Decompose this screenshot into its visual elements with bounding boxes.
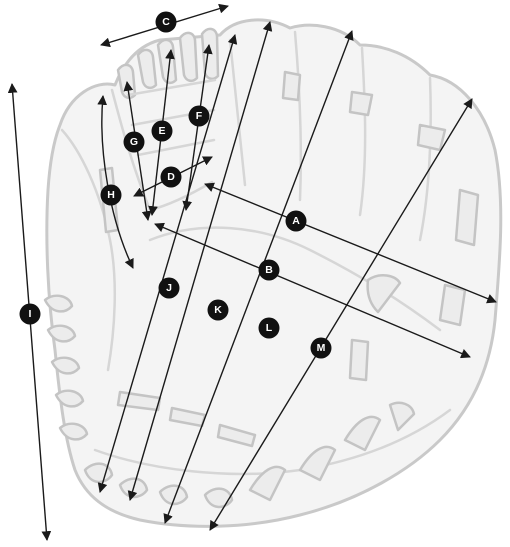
- badge-d: D: [161, 167, 182, 188]
- badge-j: J: [159, 278, 180, 299]
- badge-l-label: L: [266, 322, 273, 334]
- badge-i: I: [20, 304, 41, 325]
- badge-f-label: F: [196, 110, 203, 122]
- badge-c-label: C: [162, 16, 170, 28]
- badge-a-label: A: [292, 215, 300, 227]
- badge-f: F: [189, 106, 210, 127]
- badge-m-label: M: [317, 342, 326, 354]
- badge-k: K: [208, 300, 229, 321]
- badge-l: L: [259, 318, 280, 339]
- badge-e-label: E: [158, 125, 165, 137]
- badge-g-label: G: [130, 136, 138, 148]
- badge-m: M: [311, 338, 332, 359]
- badge-i-label: I: [29, 308, 32, 320]
- badge-k-label: K: [214, 304, 222, 316]
- badge-b-label: B: [265, 264, 273, 276]
- badge-d-label: D: [167, 171, 175, 183]
- badge-h-label: H: [107, 189, 115, 201]
- badge-j-label: J: [166, 282, 172, 294]
- badge-b: B: [259, 260, 280, 281]
- badge-a: A: [286, 211, 307, 232]
- badge-c: C: [156, 12, 177, 33]
- badge-h: H: [101, 185, 122, 206]
- badge-e: E: [152, 121, 173, 142]
- badge-g: G: [124, 132, 145, 153]
